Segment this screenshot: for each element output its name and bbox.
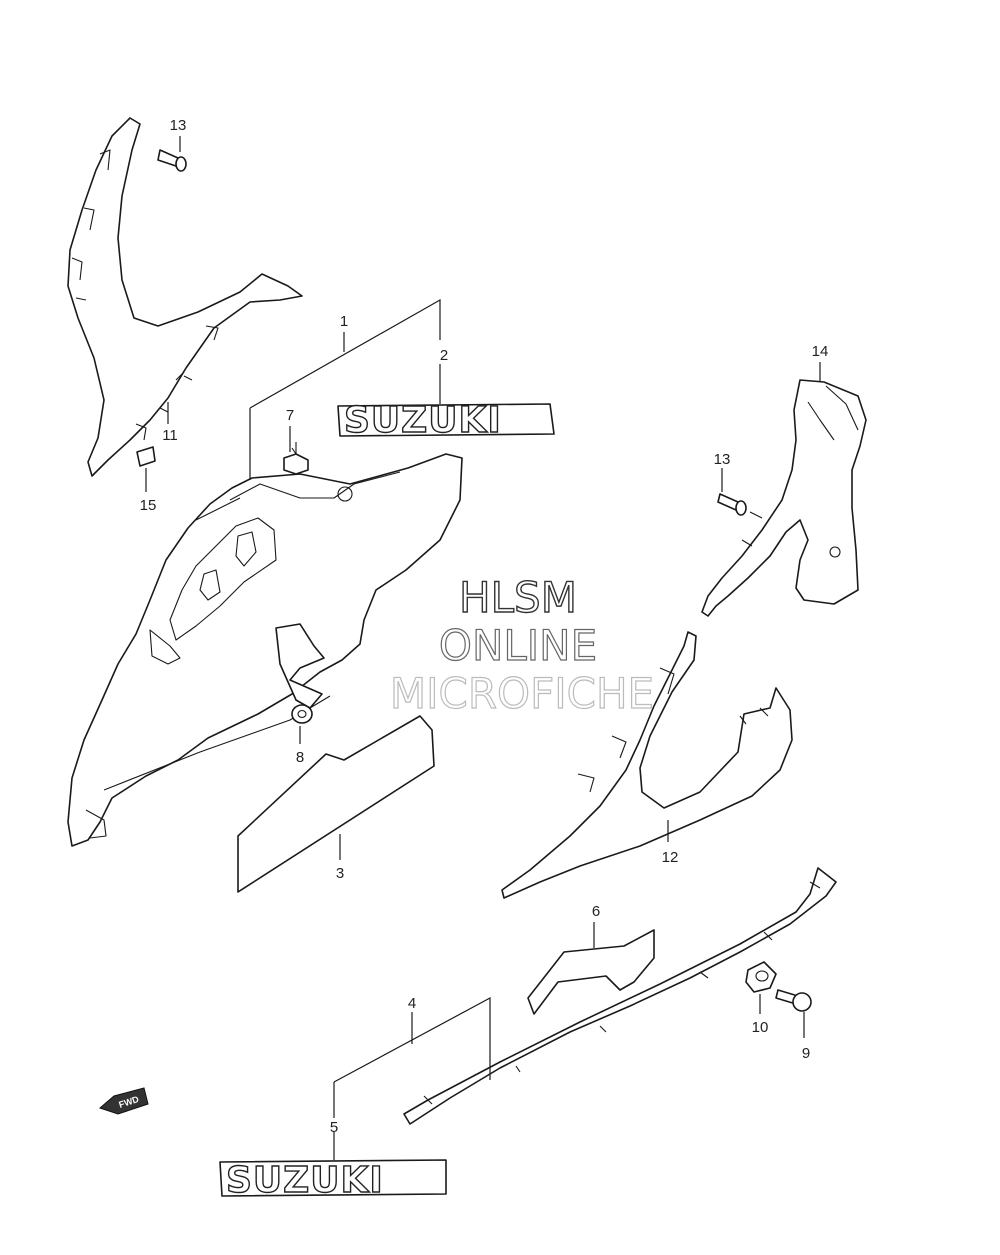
part-5-emblem-lower[interactable]: SUZUKI (219, 1159, 447, 1202)
part-1-side-cowling[interactable] (67, 453, 463, 847)
callout-1: 1 (340, 313, 348, 330)
callout-15: 15 (140, 497, 157, 514)
callout-13b: 13 (714, 451, 731, 468)
callout-9: 9 (802, 1045, 810, 1062)
part-12-under-cowling[interactable] (501, 631, 793, 899)
callout-numbers: 13 1 2 14 7 11 13 15 8 12 3 6 4 10 9 5 (140, 117, 829, 1136)
part-2-emblem-upper[interactable]: SUZUKI (337, 399, 555, 442)
callout-7: 7 (286, 407, 294, 424)
part-13-screw-upper[interactable] (157, 149, 187, 172)
watermark: HLSM ONLINE MICROFICHE (389, 572, 654, 718)
callout-6: 6 (592, 903, 600, 920)
emblem-lower-text: SUZUKI (226, 1160, 384, 1201)
watermark-line1: HLSM (459, 573, 577, 622)
part-11-inner-cover[interactable] (67, 117, 303, 477)
emblem-upper-text: SUZUKI (344, 400, 502, 441)
part-15-clip[interactable] (136, 446, 156, 467)
watermark-line2: ONLINE (439, 621, 597, 670)
callout-14: 14 (812, 343, 829, 360)
fwd-arrow-icon: FWD (99, 1087, 149, 1115)
part-7-bolt[interactable] (283, 442, 309, 475)
callout-8: 8 (296, 749, 304, 766)
watermark-line3: MICROFICHE (390, 669, 654, 718)
callout-2: 2 (440, 347, 448, 364)
part-4-lower-cowling[interactable] (403, 867, 837, 1125)
callout-4: 4 (408, 995, 416, 1012)
callout-11: 11 (162, 427, 178, 444)
leader-lines (145, 136, 821, 1160)
part-9-bolt[interactable] (775, 989, 812, 1012)
part-10-grommet[interactable] (745, 961, 777, 993)
part-6-heat-shield[interactable] (527, 929, 655, 1015)
callout-12: 12 (662, 849, 679, 866)
callout-3: 3 (336, 865, 344, 882)
callout-5: 5 (330, 1119, 338, 1136)
part-3-seal[interactable] (237, 623, 435, 893)
callout-10: 10 (752, 1019, 769, 1036)
callout-13a: 13 (170, 117, 187, 134)
part-8-nut[interactable] (291, 704, 313, 724)
part-14-side-cover[interactable] (701, 379, 867, 617)
part-13-screw-right[interactable] (717, 493, 747, 516)
